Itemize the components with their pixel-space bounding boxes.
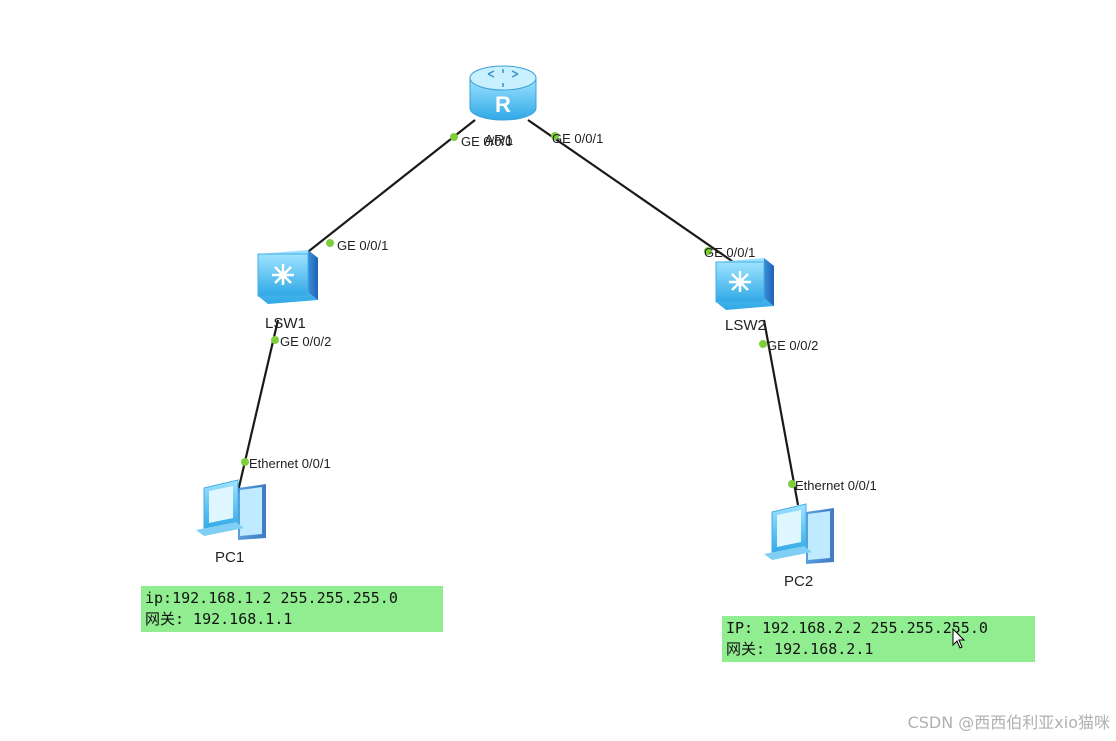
port-dot[interactable] (759, 340, 767, 348)
lsw1-name-label: LSW1 (265, 315, 306, 332)
port-label-pc2-eth001: Ethernet 0/0/1 (795, 478, 877, 493)
mouse-cursor-icon (952, 628, 966, 649)
port-label-router-ge000: GE 0/0/0 (461, 134, 512, 149)
pc1-ip-line: ip:192.168.1.2 255.255.255.0 (145, 589, 398, 607)
switch-icon (715, 258, 774, 310)
router-name-label: AR1 (484, 132, 513, 149)
switch-lsw1[interactable] (257, 250, 318, 304)
port-label-lsw2-ge002: GE 0/0/2 (767, 338, 818, 353)
router-ar1[interactable]: R (469, 65, 537, 121)
port-dots (241, 132, 796, 488)
switch-icon (257, 250, 318, 304)
port-dot[interactable] (450, 133, 458, 141)
port-dot[interactable] (326, 239, 334, 247)
pc1[interactable] (196, 479, 266, 540)
port-dot[interactable] (704, 247, 712, 255)
port-label-router-ge001: GE 0/0/1 (552, 131, 603, 146)
pc1-ip-note: ip:192.168.1.2 255.255.255.0 网关: 192.168.… (141, 586, 443, 632)
link-router-lsw2[interactable] (527, 119, 743, 269)
port-label-lsw1-ge001: GE 0/0/1 (337, 238, 388, 253)
pc2-ip-note: IP: 192.168.2.2 255.255.255.0 网关: 192.168… (722, 616, 1035, 662)
pc1-name-label: PC1 (215, 549, 244, 566)
link-lsw1-pc1[interactable] (234, 319, 280, 501)
switch-lsw2[interactable] (715, 258, 774, 310)
port-label-lsw1-ge002: GE 0/0/2 (280, 334, 331, 349)
pc-icon (764, 503, 834, 564)
port-dot[interactable] (241, 458, 249, 466)
port-label-lsw2-ge001: GE 0/0/1 (704, 245, 755, 260)
pc2-gateway-line: 网关: 192.168.2.1 (726, 640, 874, 658)
lsw2-name-label: LSW2 (725, 317, 766, 334)
pc1-gateway-line: 网关: 192.168.1.1 (145, 610, 293, 628)
router-glyph: R (495, 92, 511, 117)
port-label-pc1-eth001: Ethernet 0/0/1 (249, 456, 331, 471)
links (234, 119, 800, 506)
link-router-lsw1[interactable] (289, 119, 476, 267)
pc2-ip-line: IP: 192.168.2.2 255.255.255.0 (726, 619, 988, 637)
port-dot[interactable] (271, 336, 279, 344)
port-dot[interactable] (551, 132, 559, 140)
pc2[interactable] (764, 503, 834, 564)
port-dot[interactable] (788, 480, 796, 488)
watermark: CSDN @西西伯利亚xio猫咪 (907, 713, 1110, 732)
pc2-name-label: PC2 (784, 573, 813, 590)
pc-icon (196, 479, 266, 540)
link-lsw2-pc2[interactable] (762, 319, 800, 506)
